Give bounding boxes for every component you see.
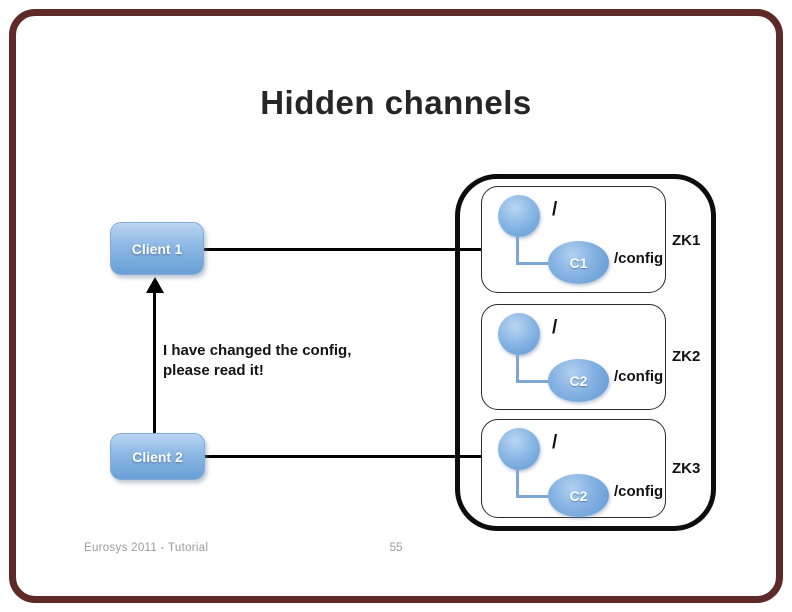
client2-zk3-line: [205, 455, 481, 458]
zk2-name-label: ZK2: [672, 348, 701, 365]
zk1-elbow-vertical: [516, 236, 519, 265]
page-number: 55: [389, 542, 403, 554]
zk1-name-label: ZK1: [672, 232, 701, 249]
message-line2: please read it!: [163, 362, 264, 379]
client2-client1-line: [153, 291, 156, 433]
message-text: I have changed the config, please read i…: [163, 341, 378, 381]
zk1-child-node-ellipse: C1: [548, 241, 609, 284]
zk2-elbow-horizontal: [516, 380, 552, 383]
client1-box: Client 1: [110, 222, 204, 275]
zk3-elbow-horizontal: [516, 495, 552, 498]
up-arrowhead-icon: [146, 277, 164, 293]
zk1-child-label: C1: [569, 254, 588, 271]
zk3-config-label: /config: [614, 483, 664, 500]
zk3-root-label: /: [552, 432, 558, 453]
zk2-child-label: C2: [569, 372, 588, 389]
zk2-root-label: /: [552, 317, 558, 338]
zk1-config-label: /config: [614, 250, 664, 267]
zk2-panel: / C2 /config: [481, 304, 666, 410]
zk3-child-label: C2: [569, 487, 588, 504]
client2-label: Client 2: [132, 448, 183, 465]
zk3-elbow-vertical: [516, 469, 519, 498]
zk3-child-node-ellipse: C2: [548, 474, 609, 517]
client1-zk1-line: [204, 248, 481, 251]
client2-box: Client 2: [110, 433, 205, 480]
slide-title: Hidden channels: [260, 84, 532, 121]
zk-ensemble-container: [455, 174, 716, 531]
zk1-panel: / C1 /config: [481, 186, 666, 293]
zk3-root-node-circle: [498, 428, 540, 470]
zk1-root-node-circle: [498, 195, 540, 237]
zk2-child-node-ellipse: C2: [548, 359, 609, 402]
footer-text: Eurosys 2011 - Tutorial: [84, 542, 209, 554]
zk2-elbow-vertical: [516, 354, 519, 383]
zk2-root-node-circle: [498, 313, 540, 355]
zk1-root-label: /: [552, 199, 558, 220]
message-line1: I have changed the config,: [163, 342, 352, 359]
client1-label: Client 1: [131, 240, 183, 257]
zk3-name-label: ZK3: [672, 460, 701, 477]
zk1-elbow-horizontal: [516, 262, 552, 265]
zk2-config-label: /config: [614, 368, 664, 385]
zk3-panel: / C2 /config: [481, 419, 666, 518]
